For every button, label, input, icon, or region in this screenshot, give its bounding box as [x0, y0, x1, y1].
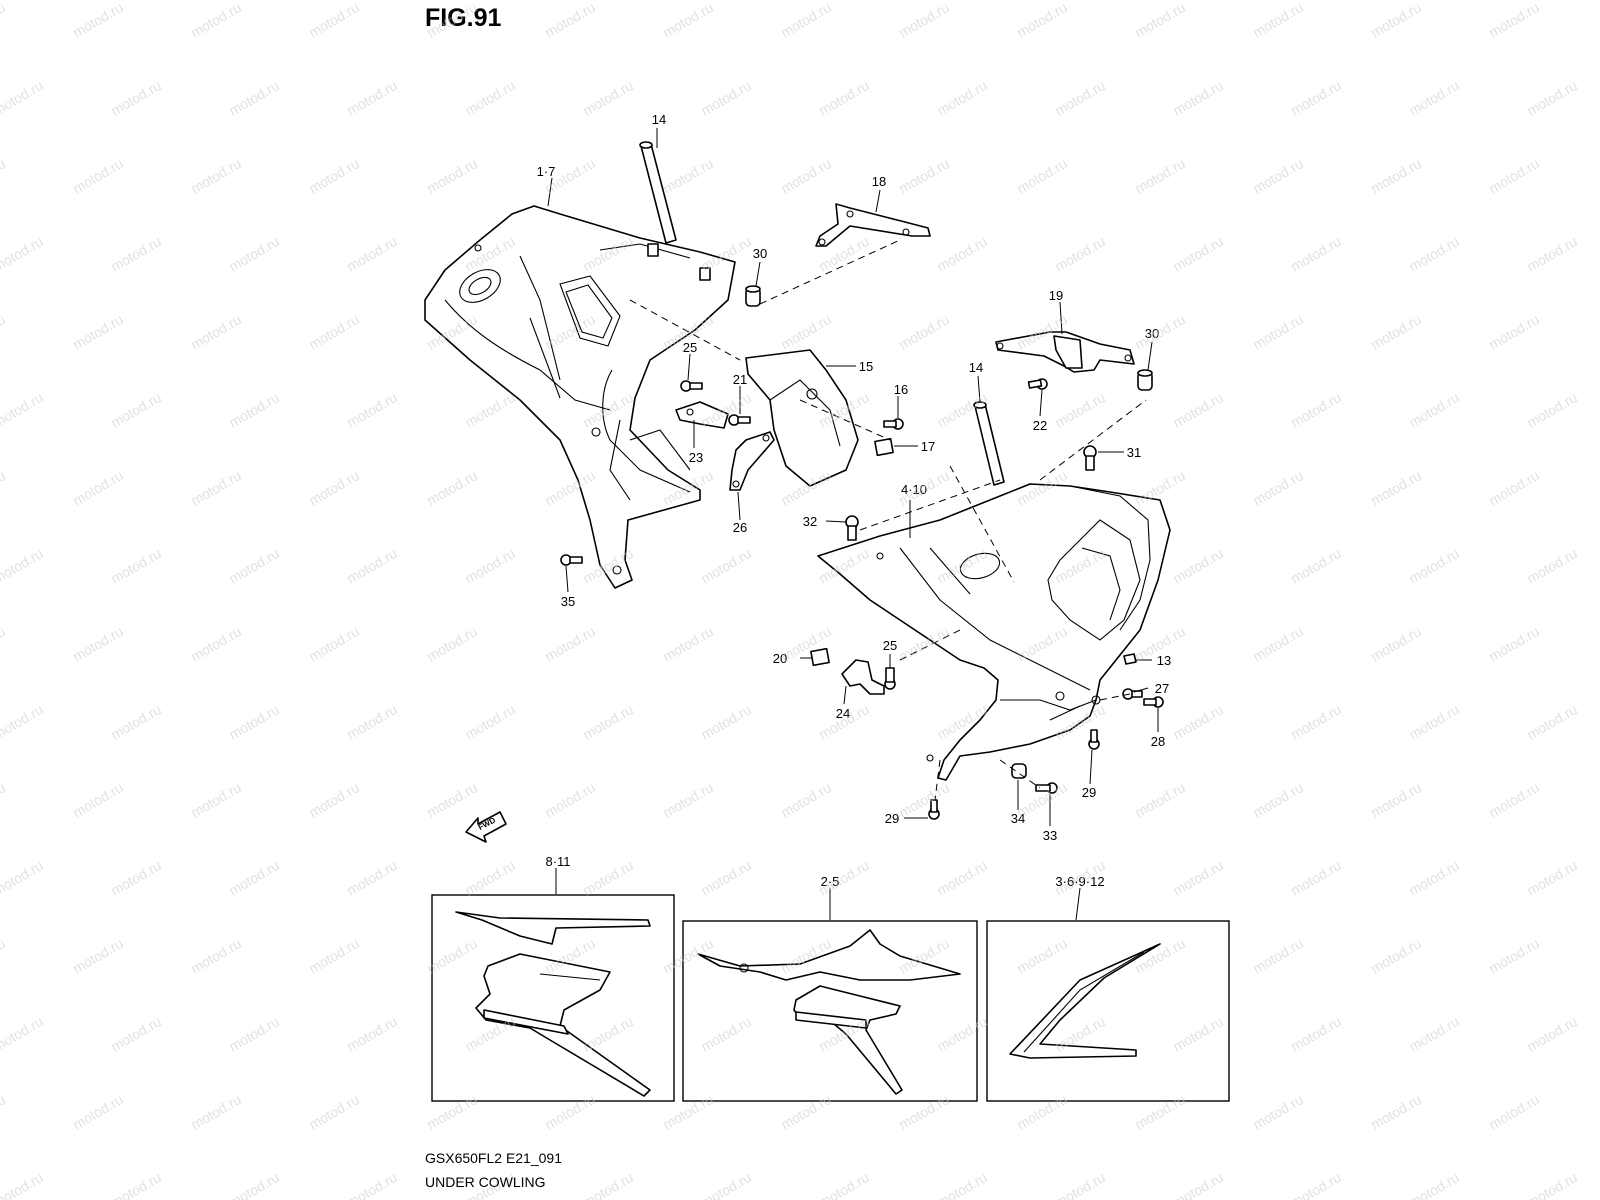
- callout-3-6-9-12: 3·6·9·12: [1055, 874, 1104, 889]
- part-26-bracket: [729, 431, 775, 491]
- callout-18: 18: [872, 174, 886, 189]
- callout-13: 13: [1157, 653, 1171, 668]
- fwd-arrow-icon: FWD: [465, 811, 507, 843]
- callout-29: 29: [885, 811, 899, 826]
- callout-21: 21: [733, 372, 747, 387]
- callout-8-11: 8·11: [545, 854, 570, 869]
- callout-14: 14: [652, 112, 666, 127]
- decal-box-3-6-9-12: [986, 920, 1230, 1102]
- part-30-grommet-upper: [745, 285, 761, 307]
- callout-32: 32: [803, 514, 817, 529]
- callout-29: 29: [1082, 785, 1096, 800]
- callout-30: 30: [1145, 326, 1159, 341]
- callout-23: 23: [689, 450, 703, 465]
- callout-2-5: 2·5: [821, 874, 840, 889]
- callout-14: 14: [969, 360, 983, 375]
- decal-box-2-5: [682, 920, 978, 1102]
- callout-27: 27: [1155, 681, 1169, 696]
- left-under-cowling: [424, 205, 736, 589]
- callout-16: 16: [894, 382, 908, 397]
- callout-20: 20: [773, 651, 787, 666]
- callout-25: 25: [883, 638, 897, 653]
- callout-1-7: 1·7: [537, 164, 556, 179]
- part-19-bracket: [995, 331, 1135, 373]
- callout-33: 33: [1043, 828, 1057, 843]
- part-15-inner-panel: [745, 349, 859, 487]
- callout-24: 24: [836, 706, 850, 721]
- decal-box-8-11: [431, 894, 675, 1102]
- right-under-cowling: [817, 483, 1171, 781]
- figure-title: FIG.91: [425, 4, 502, 32]
- part-17-clip: [874, 437, 894, 457]
- assembly-lines: [629, 239, 1147, 801]
- part-24-bracket: [841, 659, 885, 695]
- section-name: UNDER COWLING: [425, 1174, 546, 1190]
- part-14-rod-upper: [639, 141, 677, 244]
- callout-34: 34: [1011, 811, 1025, 826]
- callout-17: 17: [921, 439, 935, 454]
- part-14-rod-middle: [973, 401, 1005, 486]
- callout-28: 28: [1151, 734, 1165, 749]
- callout-22: 22: [1033, 418, 1047, 433]
- callout-26: 26: [733, 520, 747, 535]
- fasteners: [560, 378, 1164, 820]
- model-code: GSX650FL2 E21_091: [425, 1150, 562, 1166]
- callout-labels: 14 1·7 18 30 19 30 25 21 15 16 14 22 23 …: [537, 112, 1172, 889]
- part-20-clip: [810, 647, 830, 667]
- callout-4-10: 4·10: [901, 482, 927, 497]
- leader-lines: [547, 128, 1159, 921]
- callout-30: 30: [753, 246, 767, 261]
- part-13-clip: [1123, 653, 1137, 665]
- part-23-bracket: [675, 401, 729, 429]
- callout-15: 15: [859, 359, 873, 374]
- part-18-bracket: [815, 203, 931, 247]
- callout-19: 19: [1049, 288, 1063, 303]
- callout-25: 25: [683, 340, 697, 355]
- callout-31: 31: [1127, 445, 1141, 460]
- callout-35: 35: [561, 594, 575, 609]
- part-30-grommet-right: [1137, 369, 1153, 391]
